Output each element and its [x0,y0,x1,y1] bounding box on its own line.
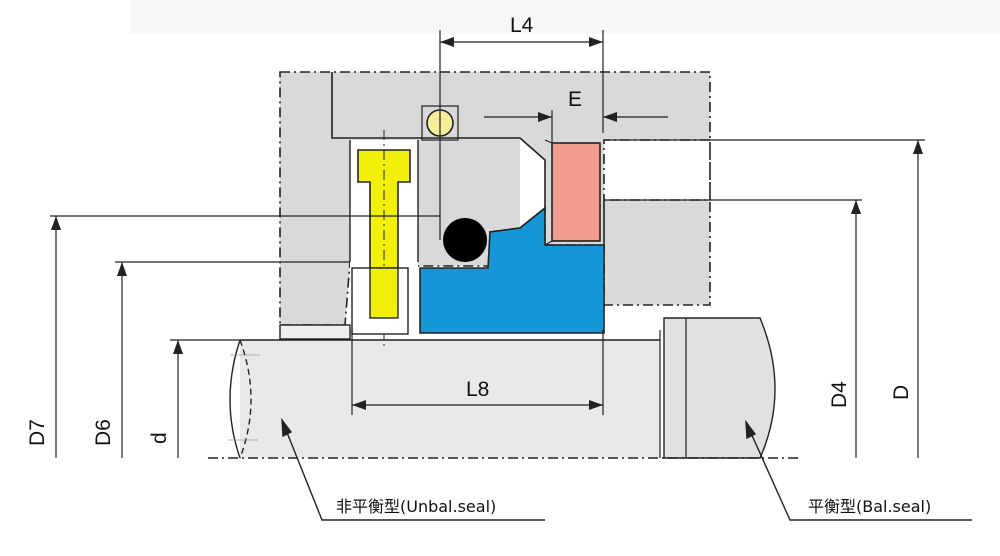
shaft [208,317,800,459]
dimensions [50,30,925,458]
label-E: E [568,88,582,111]
label-d: d [148,432,171,444]
stationary-seat [551,142,601,242]
top-band [130,0,1000,34]
leaders [281,417,972,521]
label-L4: L4 [510,14,534,37]
caption-unbalanced: 非平衡型(Unbal.seal) [336,497,496,516]
label-D6: D6 [92,419,115,446]
label-D4: D4 [828,381,851,408]
caption-balanced: 平衡型(Bal.seal) [808,497,931,516]
seal-ring [419,206,605,334]
label-D: D [890,385,913,400]
label-D7: D7 [26,419,49,446]
label-L8: L8 [466,378,489,401]
large-o-ring [443,218,487,262]
